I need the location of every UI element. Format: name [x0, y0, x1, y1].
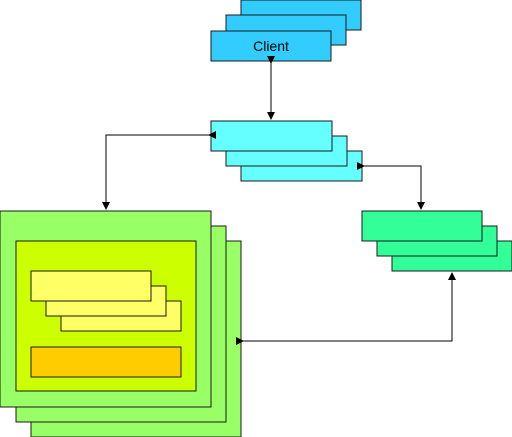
middle-to-left-arrow — [102, 131, 216, 210]
client-stack: Client — [210, 0, 362, 62]
inner-stack-box-front — [30, 270, 152, 302]
middle-box-front — [210, 120, 333, 152]
middle-stack — [210, 120, 363, 182]
left-stack — [0, 210, 242, 437]
client-label: Client — [253, 38, 289, 54]
right-box-front — [361, 210, 483, 242]
left-to-right-arrow — [236, 272, 456, 345]
connectors — [102, 56, 456, 345]
right-stack — [361, 210, 512, 272]
inner-orange-bar — [30, 346, 182, 378]
middle-to-right-arrow — [357, 162, 425, 210]
